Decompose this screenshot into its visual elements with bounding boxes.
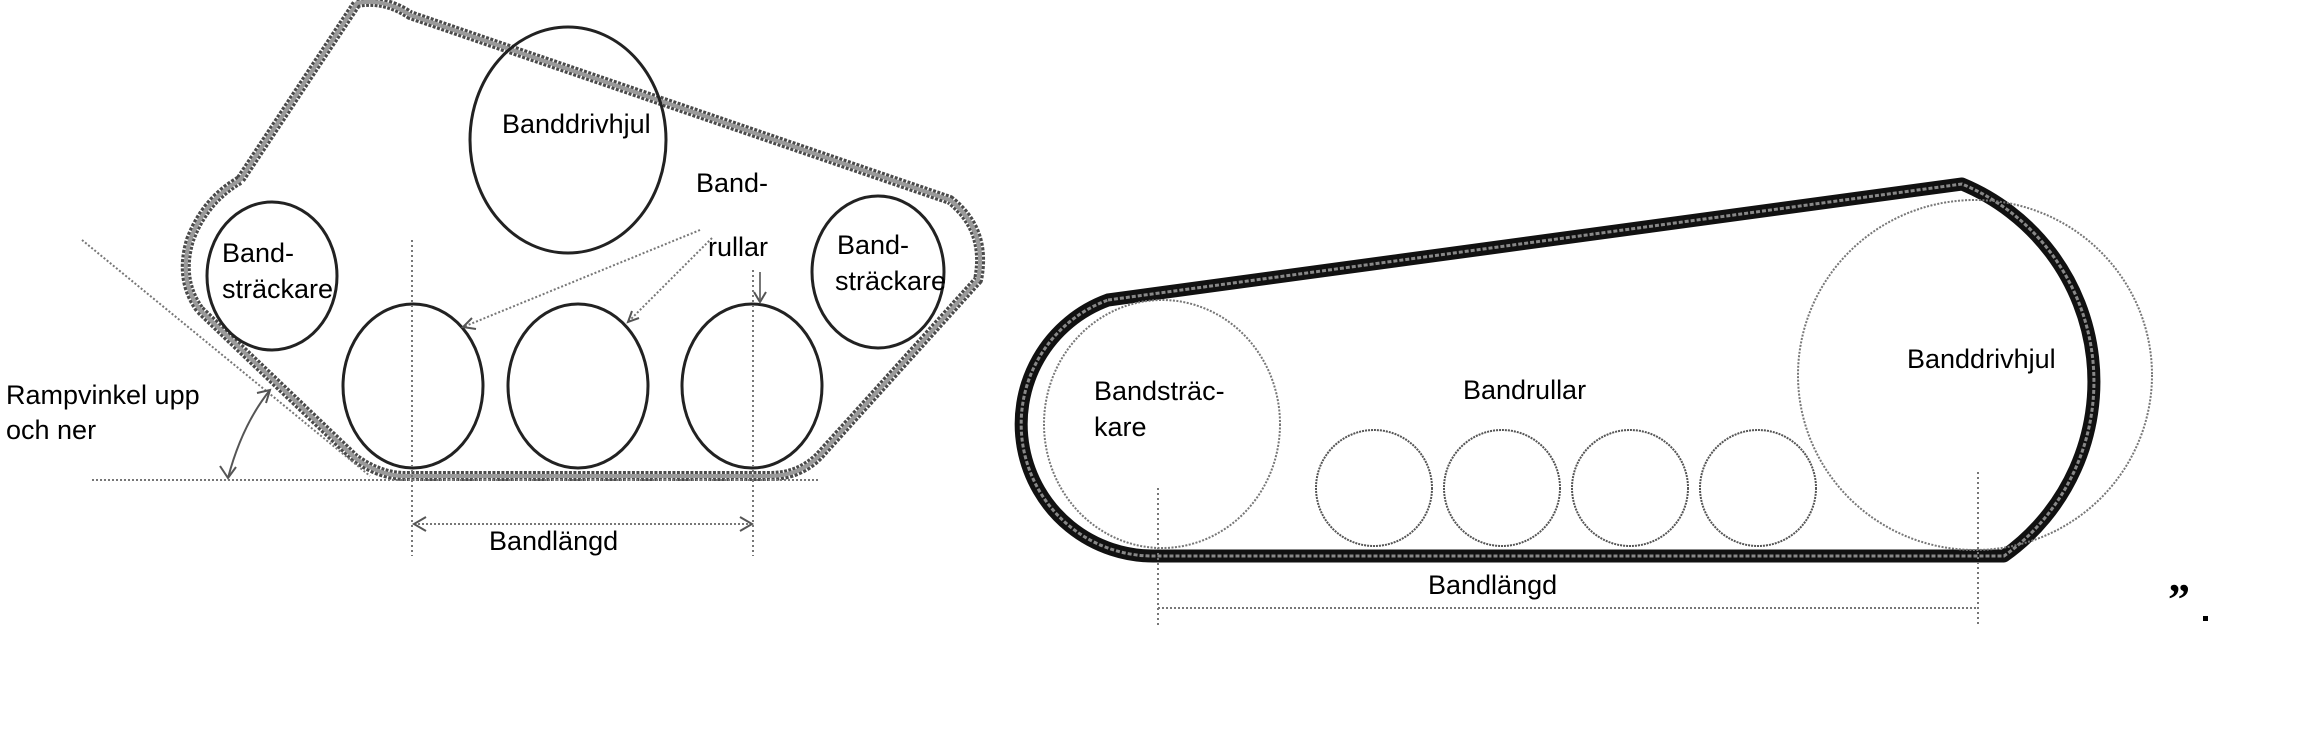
right-tensioner-label-1: Bandsträc- bbox=[1094, 376, 1225, 406]
left-rollers-label-2: rullar bbox=[708, 232, 768, 262]
left-track-belt-inner bbox=[183, 0, 983, 478]
right-track-diagram: Bandsträc- kare Bandrullar Banddrivhjul … bbox=[1014, 177, 2153, 626]
left-rollers-label-1: Band- bbox=[696, 168, 768, 198]
left-roller-leader-2 bbox=[627, 237, 713, 323]
right-track-belt-inner bbox=[1019, 182, 2096, 558]
left-drive-wheel-label: Banddrivhjul bbox=[502, 109, 651, 139]
left-roller-leader-2-arrow bbox=[626, 310, 640, 324]
right-drive-wheel bbox=[1797, 199, 2153, 551]
right-tensioner-label-2: kare bbox=[1094, 412, 1147, 442]
left-tensioner-left-label-2: sträckare bbox=[222, 274, 333, 304]
right-roller-4 bbox=[1699, 429, 1817, 547]
right-tensioner bbox=[1043, 299, 1281, 549]
left-tensioner-left-label-1: Band- bbox=[222, 238, 294, 268]
left-dim-arrow-right bbox=[739, 516, 754, 532]
left-tensioner-right bbox=[810, 194, 946, 350]
left-drive-wheel bbox=[468, 25, 668, 255]
left-ramp-angle-arc bbox=[227, 389, 271, 479]
right-rollers-label: Bandrullar bbox=[1463, 375, 1586, 405]
left-roller-leader-1-arrow bbox=[460, 317, 477, 330]
right-track-length-label: Bandlängd bbox=[1428, 570, 1557, 600]
left-dim-arrow-left bbox=[412, 516, 427, 532]
left-roller-3 bbox=[680, 302, 824, 470]
left-track-diagram: Banddrivhjul Band- sträckare Band- sträc… bbox=[6, 0, 986, 556]
left-ramp-angle-label-2: och ner bbox=[6, 415, 96, 445]
left-ramp-arc-arrow-top bbox=[256, 388, 272, 404]
right-roller-3 bbox=[1571, 429, 1689, 547]
left-tensioner-right-label-2: sträckare bbox=[835, 266, 946, 296]
right-roller-1 bbox=[1315, 429, 1433, 547]
right-drive-wheel-label: Banddrivhjul bbox=[1907, 344, 2056, 374]
left-ramp-arc-arrow-bottom bbox=[219, 465, 237, 480]
left-tensioner-left bbox=[205, 200, 339, 352]
period-mark bbox=[2203, 616, 2208, 621]
left-roller-2 bbox=[506, 302, 650, 470]
left-roller-1 bbox=[341, 302, 485, 470]
left-tensioner-right-label-1: Band- bbox=[837, 230, 909, 260]
left-ramp-angle-label-1: Rampvinkel upp bbox=[6, 380, 200, 410]
closing-quote-mark: ” bbox=[2168, 575, 2190, 624]
left-roller-leader-3-arrow bbox=[753, 291, 767, 304]
right-roller-2 bbox=[1443, 429, 1561, 547]
left-roller-leader-1 bbox=[462, 229, 701, 328]
left-track-length-label: Bandlängd bbox=[489, 526, 618, 556]
